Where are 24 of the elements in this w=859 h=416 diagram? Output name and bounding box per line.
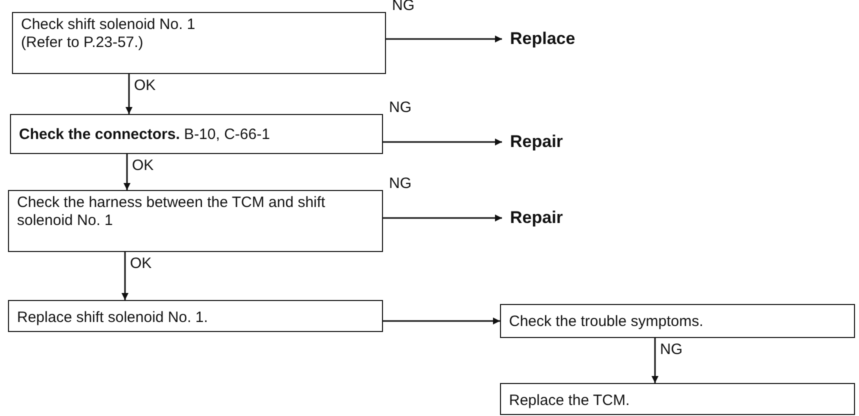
arrow bbox=[652, 338, 658, 383]
step-text: Check the connectors. B-10, C-66-1 bbox=[19, 125, 271, 144]
step-text: Replace the TCM. bbox=[509, 391, 631, 410]
process-box bbox=[8, 190, 383, 252]
result-text: Replace bbox=[510, 30, 576, 48]
arrow bbox=[124, 154, 130, 190]
process-box bbox=[500, 304, 855, 338]
arrow bbox=[383, 138, 502, 146]
result-text: Repair bbox=[510, 209, 563, 227]
step-text: Check the harness between the TCM and shift solenoid No. 1 bbox=[17, 194, 326, 230]
arrow bbox=[383, 318, 500, 324]
process-box bbox=[8, 300, 383, 332]
process-box bbox=[500, 383, 855, 415]
arrow bbox=[383, 214, 502, 222]
step-text: Check the trouble symptoms. bbox=[509, 312, 704, 331]
step-text: Check shift solenoid No. 1 bbox=[21, 16, 196, 34]
step-text: (Refer to P.23-57.) bbox=[21, 34, 144, 52]
result-text: Repair bbox=[510, 133, 563, 151]
arrow bbox=[122, 252, 128, 300]
step-text: Replace shift solenoid No. 1. bbox=[17, 308, 209, 327]
process-box bbox=[12, 12, 386, 74]
arrow bbox=[126, 74, 132, 114]
arrow bbox=[386, 36, 502, 42]
process-box bbox=[10, 114, 383, 154]
